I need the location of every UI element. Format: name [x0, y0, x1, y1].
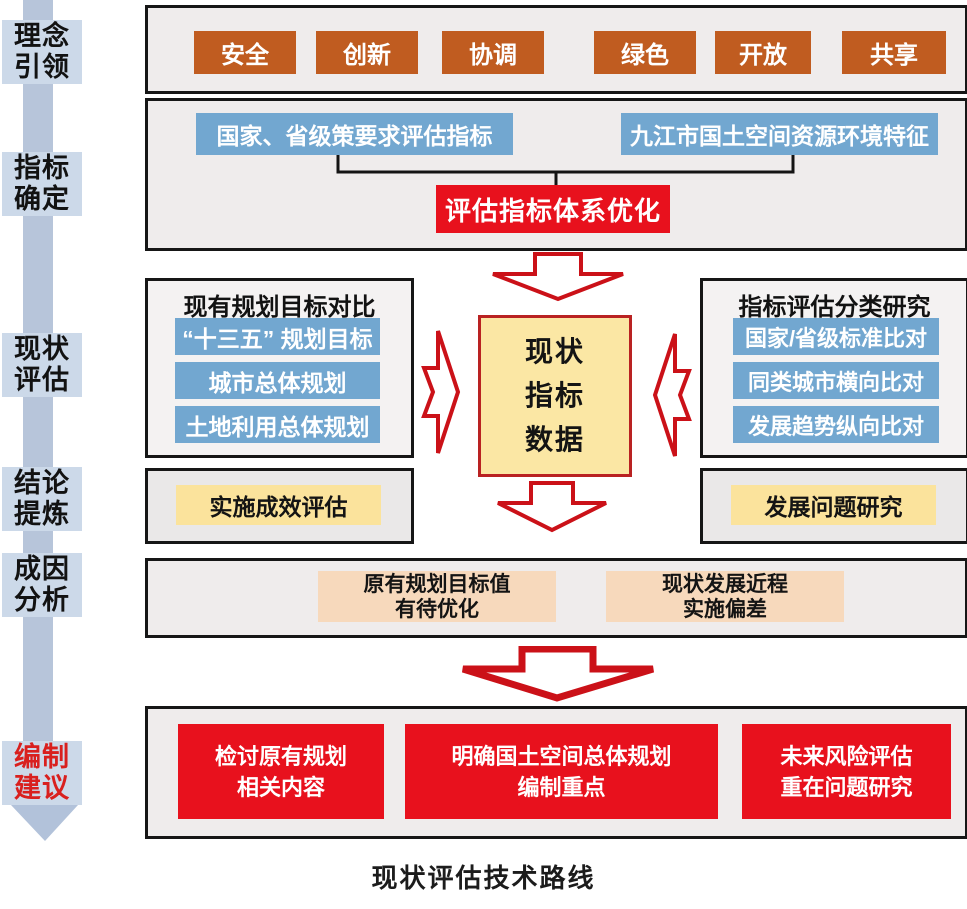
plan-item-land-use: 土地利用总体规划 [175, 406, 380, 443]
stage-label-status: 现状 评估 [2, 333, 82, 397]
concept-chip: 绿色 [594, 31, 696, 74]
recommendation-risk-assessment: 未来风险评估 重在问题研究 [742, 724, 951, 819]
plan-item-urban-master: 城市总体规划 [175, 362, 380, 399]
indicator-determination-section: 国家、省级策要求评估指标 九江市国土空间资源环境特征 评估指标体系优化 [145, 98, 967, 251]
cause-box-targets-optimize: 原有规划目标值 有待优化 [318, 571, 556, 622]
panel-title: 现有规划目标对比 [183, 294, 376, 321]
indicator-classification-panel: 指标评估分类研究 国家/省级标准比对 同类城市横向比对 发展趋势纵向比对 [700, 278, 967, 458]
flow-down-arrow-icon [11, 0, 78, 841]
concept-chip: 创新 [316, 31, 418, 74]
down-arrow-icon [492, 252, 624, 302]
stage-label-conclusion: 结论 提炼 [2, 467, 82, 531]
down-arrow-icon [461, 646, 655, 702]
bracket-connector-icon [336, 155, 795, 187]
stage-label-cause: 成因 分析 [2, 553, 82, 617]
output-box-indicator-system: 评估指标体系优化 [436, 185, 670, 233]
concept-chip: 共享 [842, 31, 946, 74]
compare-item-horizontal: 同类城市横向比对 [733, 362, 939, 399]
compare-item-vertical: 发展趋势纵向比对 [733, 406, 939, 443]
stage-label-concept: 理念 引领 [2, 20, 82, 84]
development-issues-panel: 发展问题研究 [700, 468, 967, 544]
input-box-national-provincial: 国家、省级策要求评估指标 [196, 113, 513, 155]
concept-chip: 安全 [194, 31, 296, 74]
concept-chip: 协调 [442, 31, 544, 74]
concept-chip: 开放 [715, 31, 811, 74]
stage-label-recommendation: 编制 建议 [2, 741, 82, 805]
concepts-section: 安全 创新 协调 绿色 开放 共享 [145, 5, 967, 94]
diagram-caption: 现状评估技术路线 [371, 863, 596, 893]
plan-item-13th-five: “十三五” 规划目标 [175, 318, 380, 355]
notched-left-arrow-icon [652, 333, 692, 457]
cause-box-implementation-deviation: 现状发展近程 实施偏差 [606, 571, 844, 622]
panel-title: 指标评估分类研究 [738, 294, 931, 321]
down-arrow-icon [497, 481, 607, 533]
compare-item-standards: 国家/省级标准比对 [733, 318, 939, 355]
development-issues-box: 发展问题研究 [731, 485, 936, 525]
recommendations-section: 检讨原有规划 相关内容 明确国土空间总体规划 编制重点 未来风险评估 重在问题研… [145, 706, 967, 839]
implementation-effect-box: 实施成效评估 [176, 485, 381, 525]
stage-label-indicators: 指标 确定 [2, 152, 82, 216]
current-plan-targets-panel: 现有规划目标对比 “十三五” 规划目标 城市总体规划 土地利用总体规划 [145, 278, 414, 458]
cause-analysis-section: 原有规划目标值 有待优化 现状发展近程 实施偏差 [145, 558, 967, 638]
recommendation-review-plans: 检讨原有规划 相关内容 [178, 724, 384, 819]
current-status-data-box: 现状 指标 数据 [478, 315, 632, 477]
notched-right-arrow-icon [421, 330, 461, 454]
implementation-effect-panel: 实施成效评估 [145, 468, 414, 544]
input-box-jiujiang-features: 九江市国土空间资源环境特征 [621, 113, 938, 155]
recommendation-planning-focus: 明确国土空间总体规划 编制重点 [405, 724, 718, 819]
